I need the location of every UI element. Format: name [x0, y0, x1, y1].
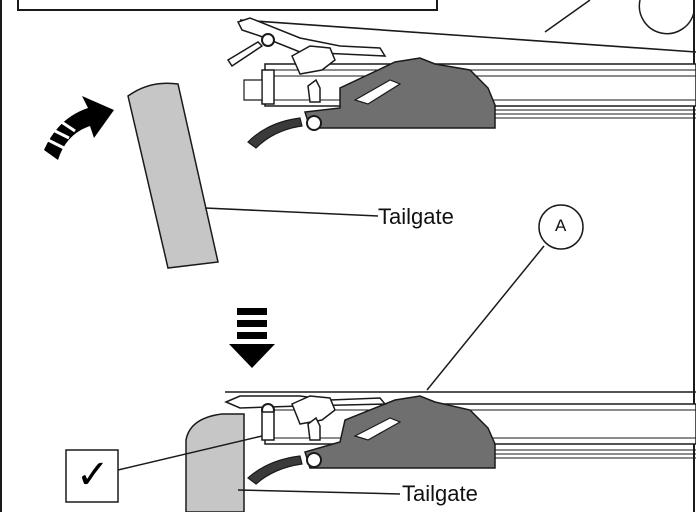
callout-circle-partial: [638, 0, 695, 35]
upper-rail-assembly: [226, 0, 696, 149]
tailgate-upper-label: Tailgate: [378, 204, 454, 229]
tailgate-upper-leader: [204, 207, 379, 217]
callout-a-label: A: [555, 216, 567, 235]
down-arrow-icon: [229, 308, 275, 368]
checkmark-icon: ✓: [76, 452, 110, 498]
tailgate-lower-shape: [185, 413, 245, 513]
tailgate-upper-shape: [127, 82, 219, 269]
tailgate-lower-label: Tailgate: [402, 481, 478, 506]
tailgate-lower-leader: [237, 489, 401, 495]
checkmark-leader: [117, 435, 263, 471]
callout-a-leader: [426, 245, 545, 391]
curved-arrow-icon: [44, 96, 114, 160]
callout-a-circle: [538, 204, 584, 250]
checkmark-box: [65, 449, 119, 503]
lower-rail-assembly: [224, 391, 696, 485]
